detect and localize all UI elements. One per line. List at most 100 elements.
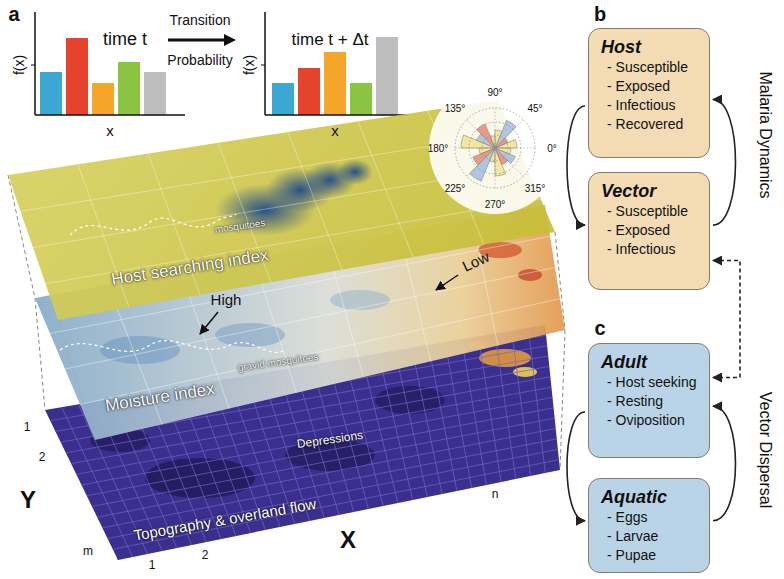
polar-spoke (455, 148, 495, 149)
drawing-part (330, 290, 390, 310)
drawing-part (265, 114, 408, 116)
angle-label: 180° (428, 143, 449, 154)
text-label: 2 (39, 451, 46, 464)
topography-layer (45, 325, 560, 560)
text-label: time t (103, 30, 147, 50)
panel-letter: a (8, 3, 19, 25)
state-box: Host- Susceptible- Exposed- Infectious- … (588, 28, 710, 158)
box-item: - Exposed (601, 221, 697, 240)
text-label: m (83, 545, 93, 558)
rose-sector (495, 130, 502, 148)
text-label: 1 (149, 559, 156, 572)
drawing-part (40, 72, 62, 115)
drawing-part (215, 323, 285, 347)
text-label: Malaria Dynamics (756, 71, 774, 198)
grid-line (113, 460, 559, 550)
text-label: f(x) (242, 55, 257, 75)
box-item: - Exposed (601, 77, 697, 96)
drawing-part (376, 37, 398, 115)
bar-chart (261, 12, 408, 115)
text-label: Transition Probability (158, 0, 242, 80)
grid (21, 111, 541, 308)
grid-line (80, 299, 560, 405)
angle-label: 270° (485, 199, 506, 210)
bar-chart (31, 12, 185, 115)
polar-spoke (495, 148, 535, 149)
grid-line (92, 418, 555, 506)
transition-arrow (168, 39, 226, 42)
drawing-part (298, 68, 320, 115)
text-label: Y (20, 487, 36, 513)
polar-spoke (495, 120, 523, 148)
drawing-part (118, 62, 140, 115)
polar-spoke (467, 120, 495, 148)
drawing-part (100, 336, 180, 364)
drawing-part (337, 159, 373, 185)
flight-path (60, 341, 285, 353)
drawing-part (66, 38, 88, 115)
drawing-part (145, 458, 255, 498)
drawing-part (92, 83, 114, 115)
angle-label: 135° (445, 103, 466, 114)
angle-label: 90° (487, 87, 502, 98)
state-box: Vector- Susceptible- Exposed- Infectious (588, 172, 710, 290)
cycle-arrow (567, 106, 585, 225)
text-label: Vector Dispersal (756, 392, 774, 509)
drawing-part (264, 12, 266, 115)
rose-sector (461, 135, 495, 148)
text-label: x (106, 123, 114, 140)
box-item: - Infectious (601, 96, 697, 115)
text-label: x (331, 123, 339, 140)
text-label: High (211, 292, 242, 309)
box-item: - Susceptible (601, 202, 697, 221)
grid (50, 328, 559, 557)
polar-plot (455, 108, 535, 188)
polar-spoke (495, 148, 496, 188)
text-label: time t + Δt (291, 31, 368, 50)
drawing-part (375, 386, 445, 414)
box-item: - Oviposition (601, 411, 697, 430)
drawing-part (34, 12, 36, 115)
text-label: f(x) (12, 55, 27, 75)
arrow-head (224, 34, 236, 46)
rose-sector (495, 120, 516, 148)
box-item: - Eggs (601, 508, 697, 527)
angle-label: 0° (547, 143, 557, 154)
box-heading: Vector (601, 180, 697, 202)
box-item: - Pupae (601, 546, 697, 565)
drawing-part (35, 114, 185, 116)
box-item: - Larvae (601, 527, 697, 546)
box-item: - Recovered (601, 115, 697, 134)
polar-spoke (495, 148, 523, 176)
leader-arrow (200, 312, 218, 334)
box-item: - Susceptible (601, 58, 697, 77)
drawing-part (479, 349, 531, 367)
drawing-part (350, 83, 372, 115)
text-label: 2 (202, 549, 209, 562)
cycle-arrow (567, 412, 585, 521)
grid-line (97, 429, 556, 518)
state-box: Adult- Host seeking- Resting- Ovipositio… (588, 343, 710, 458)
polar-spoke (495, 108, 496, 148)
cycle-arrow (713, 406, 736, 521)
drawing-part (560, 330, 565, 470)
panel-letter: b (594, 3, 606, 25)
flight-path (70, 214, 236, 235)
box-item: - Resting (601, 392, 697, 411)
rose-sector (470, 148, 496, 181)
text-label: X (340, 527, 356, 553)
leader-arrow (436, 275, 458, 290)
text-label: 1 (24, 421, 31, 434)
drawing-part (144, 72, 166, 115)
drawing-part (261, 65, 265, 66)
drawing-part (31, 65, 35, 66)
rose-sector (495, 148, 511, 154)
drawing-part (324, 52, 346, 115)
angle-label: 225° (445, 183, 466, 194)
link-arrow (713, 261, 740, 378)
panel-letter: c (594, 317, 605, 339)
text-label: n (492, 488, 499, 501)
cycle-arrow (713, 100, 736, 226)
grid-line (102, 439, 556, 528)
